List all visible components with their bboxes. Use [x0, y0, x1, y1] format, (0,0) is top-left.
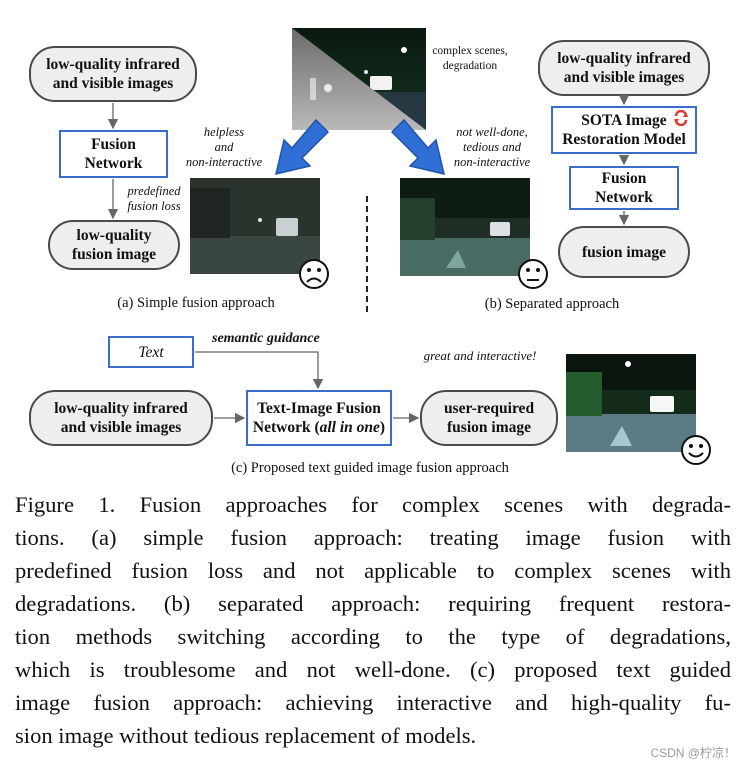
panel-b-caption: (b) Separated approach	[484, 296, 620, 312]
figure-caption-line: which is troublesome and not well-done. …	[15, 657, 731, 682]
panel-c-text-node: Text	[108, 336, 194, 368]
figure-caption-line: sion image without tedious replacement o…	[15, 723, 477, 748]
watermark: CSDN @柠凉！	[650, 746, 736, 760]
figure-caption-line: tions. (a) simple fusion approach: treat…	[15, 525, 731, 550]
panel-b-restoration-node: SOTA Image Restoration Model	[551, 106, 697, 154]
panel-b-big-arrow	[390, 118, 446, 176]
scene-note: complex scenes, degradation	[432, 45, 508, 72]
smiling-face-icon	[681, 435, 711, 465]
panel-c-network-main-label: Text-Image Fusion	[257, 400, 381, 417]
panel-b-restoration-label: SOTA Image Restoration Model	[562, 112, 686, 148]
panel-c-output-node: user-required fusion image	[420, 390, 558, 446]
figure-caption-line: degradations. (b) separated approach: re…	[15, 591, 731, 616]
panel-a-result-image	[190, 178, 320, 274]
panel-b-fusion-network-node: Fusion Network	[569, 166, 679, 210]
panel-b-result-image	[400, 178, 530, 276]
panel-a-fusion-network-node: Fusion Network	[59, 130, 168, 178]
panel-c-result-note: great and interactive!	[423, 348, 537, 363]
panel-c-fusion-network-node: Text-Image Fusion Network (all in one)	[246, 390, 392, 446]
panel-a-output-node: low-quality fusion image	[48, 220, 180, 270]
figure-caption-line: tion methods switching according to the …	[15, 624, 731, 649]
panel-c-caption: (c) Proposed text guided image fusion ap…	[231, 460, 509, 476]
panel-a-caption: (a) Simple fusion approach	[117, 295, 275, 311]
section-divider	[366, 196, 368, 312]
frowning-face-icon	[299, 259, 329, 289]
panel-a-big-arrow	[274, 118, 330, 176]
figure-caption-line: predefined fusion loss and not applicabl…	[15, 558, 731, 583]
connector-arrows	[107, 94, 630, 424]
panel-b-output-node: fusion image	[558, 226, 690, 278]
panel-c-input-node: low-quality infrared and visible images	[29, 390, 213, 446]
panel-b-arrow-note: not well-done, tedious and non-interacti…	[453, 125, 531, 169]
panel-c-semantic-note: semantic guidance	[212, 331, 320, 346]
figure-caption: Figure 1. Fusion approaches for complex …	[15, 488, 731, 752]
panel-c-network-sub-label: Network (all in one)	[252, 419, 386, 436]
panel-b-input-node: low-quality infrared and visible images	[538, 40, 710, 96]
panel-a-input-node: low-quality infrared and visible images	[29, 46, 197, 102]
figure-caption-line: Figure 1. Fusion approaches for complex …	[15, 492, 731, 517]
panel-a-arrow-note: helpless and non-interactive	[185, 125, 263, 169]
source-scene-image	[292, 28, 426, 130]
panel-c-result-image	[566, 354, 696, 452]
swap-icon	[674, 110, 688, 126]
panel-a-loss-note: predefined fusion loss	[127, 184, 181, 213]
neutral-face-icon	[518, 259, 548, 289]
figure-caption-line: image fusion approach: achieving interac…	[15, 690, 731, 715]
